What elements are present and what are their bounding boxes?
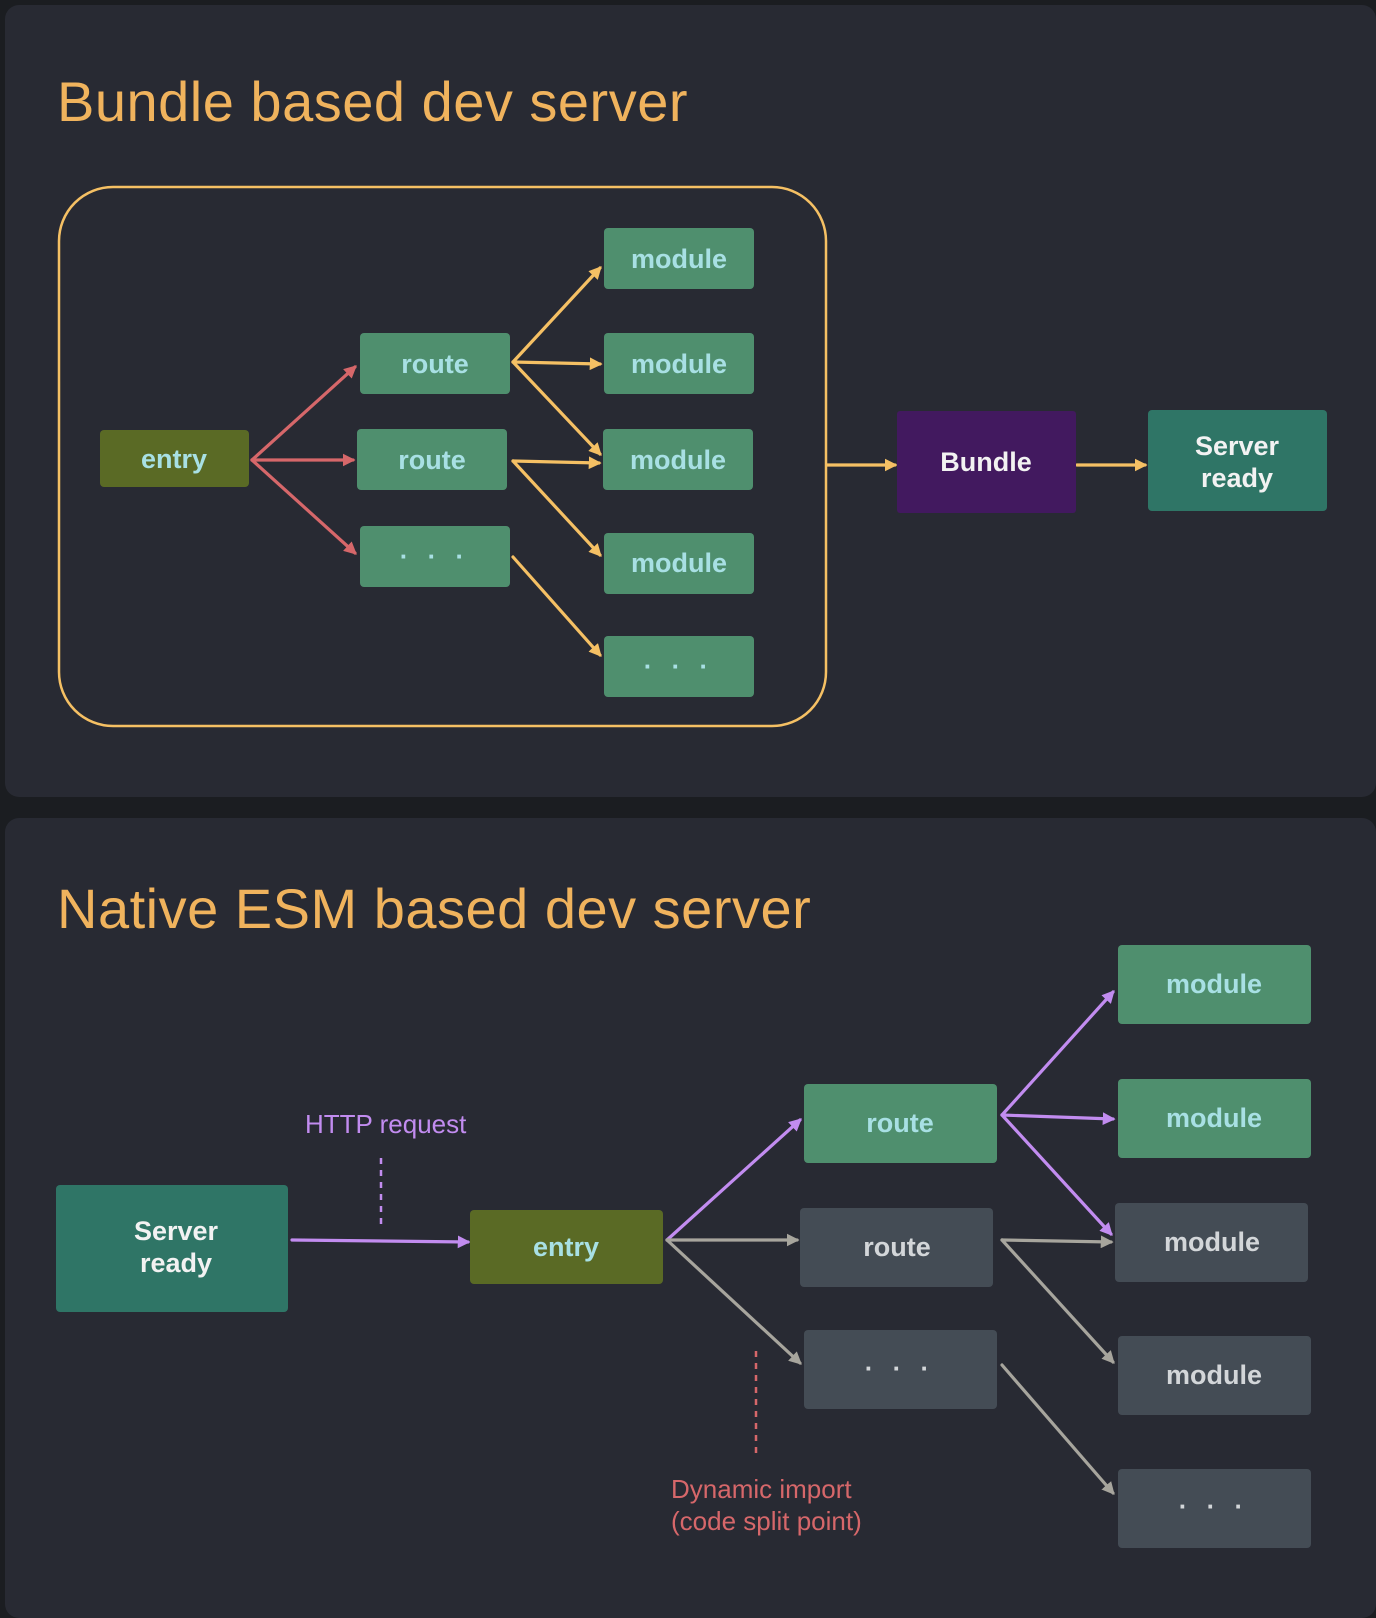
module-node-4 <box>1118 1336 1311 1415</box>
esm-panel: Native ESM based dev server HTTP request… <box>5 818 1376 1618</box>
module-node-3 <box>603 429 753 490</box>
route-node-1 <box>360 333 510 394</box>
edge-route-2-module-3 <box>511 456 602 470</box>
module-node-more <box>604 636 754 697</box>
bundle-panel: Bundle based dev server entry route rout… <box>5 5 1376 797</box>
module-node-2 <box>1118 1079 1311 1158</box>
edge-entry-route-1 <box>250 365 357 462</box>
edge-route-more-module-more <box>1000 1363 1115 1495</box>
module-node-2 <box>604 333 754 394</box>
edge-entry-route-more <box>665 1238 802 1365</box>
server-ready-node <box>56 1185 288 1312</box>
esm-diagram: HTTP request Dynamic import(code split p… <box>56 945 1311 1548</box>
module-label-2: module <box>631 349 727 379</box>
entry-node <box>100 430 249 487</box>
route-label-2: route <box>398 445 466 475</box>
edge-route-2-module-4 <box>511 459 602 557</box>
route-label-1: route <box>401 349 469 379</box>
dynamic-import-label: Dynamic import(code split point) <box>671 1474 862 1536</box>
route-node-2 <box>357 429 507 490</box>
esm-panel-title: Native ESM based dev server <box>57 877 812 940</box>
module-label-1: module <box>1166 969 1262 999</box>
module-more-label: · · · <box>1179 1491 1249 1521</box>
edge-server-ready-entry <box>290 1235 471 1249</box>
edge-entry-route-1 <box>665 1118 802 1242</box>
edge-route-1-module-2 <box>511 357 603 371</box>
http-request-label: HTTP request <box>305 1109 467 1139</box>
entry-node <box>470 1210 663 1284</box>
module-label-3: module <box>1164 1227 1260 1257</box>
edge-route-1-module-3 <box>1000 1113 1113 1236</box>
module-label-4: module <box>631 548 727 578</box>
route-more-label: · · · <box>400 541 470 571</box>
module-node-1 <box>604 228 754 289</box>
edge-route-2-module-4 <box>1000 1238 1115 1364</box>
server-ready-node <box>1148 410 1327 511</box>
edge-route-1-module-1 <box>1000 990 1115 1117</box>
bundle-boundary <box>57 185 828 728</box>
bundle-label: Bundle <box>940 447 1032 477</box>
module-label-2: module <box>1166 1103 1262 1133</box>
edge-route-1-module-3 <box>511 360 602 456</box>
route-node-more <box>360 526 510 587</box>
module-node-more <box>1118 1469 1311 1548</box>
bundle-diagram: entry route route · · · module module mo… <box>57 185 1327 728</box>
route-more-label: · · · <box>865 1353 935 1383</box>
route-label-2: route <box>863 1232 931 1262</box>
module-more-label: · · · <box>644 651 714 681</box>
module-node-1 <box>1118 945 1311 1024</box>
route-node-more <box>804 1330 997 1409</box>
module-label-4: module <box>1166 1360 1262 1390</box>
module-label-3: module <box>630 445 726 475</box>
module-node-4 <box>604 533 754 594</box>
route-node-1 <box>804 1084 997 1163</box>
module-label-1: module <box>631 244 727 274</box>
bundle-panel-title: Bundle based dev server <box>57 70 688 133</box>
entry-label: entry <box>141 444 207 474</box>
route-node-2 <box>800 1208 993 1287</box>
edge-entry-route-more <box>250 458 357 555</box>
edge-route-1-module-2 <box>1000 1112 1116 1126</box>
entry-label: entry <box>533 1232 599 1262</box>
edge-route-1-module-1 <box>511 266 602 364</box>
bundle-node <box>897 411 1076 513</box>
edge-route-more-module-more <box>511 555 602 657</box>
edge-route-2-module-3 <box>1000 1235 1114 1249</box>
route-label-1: route <box>866 1108 934 1138</box>
module-node-3 <box>1115 1203 1308 1282</box>
